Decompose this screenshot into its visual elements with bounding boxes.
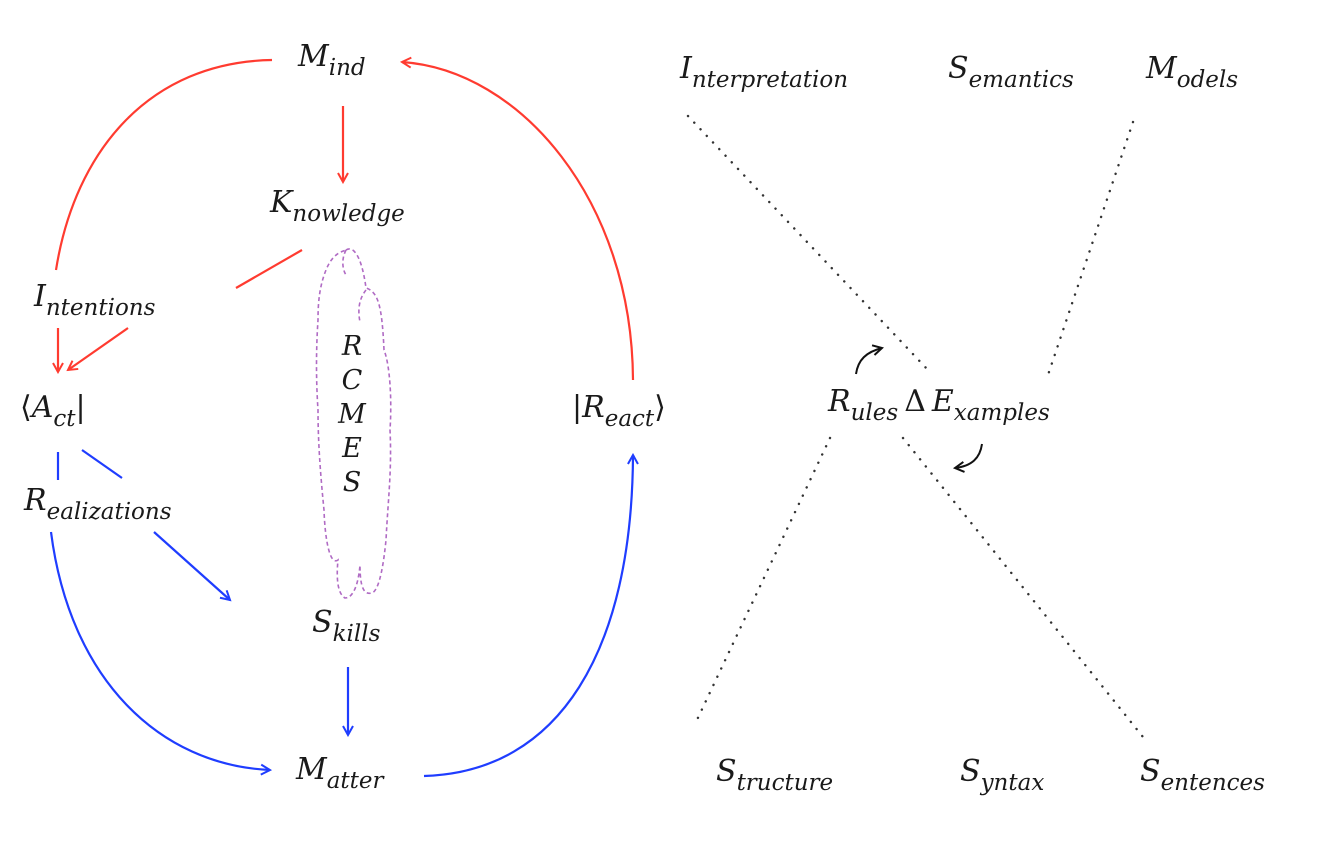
bra-open: ⟨ — [20, 390, 32, 425]
bottom-label-sentences-sub: entences — [1160, 770, 1265, 796]
arc-react-to-mind — [402, 62, 635, 381]
dotted-line-sentences — [901, 436, 1149, 744]
bottom-label-syntax-main: S — [960, 754, 981, 789]
node-act-main: A — [31, 390, 54, 425]
rcmes-cloud-outline — [315, 248, 392, 599]
node-matter-sub: atter — [326, 768, 384, 794]
node-intentions: Intentions — [34, 279, 155, 320]
top-label-models: Models — [1146, 51, 1238, 92]
bottom-label-structure-main: S — [716, 754, 737, 789]
curved-arrow-rules — [855, 348, 882, 375]
bottom-label-sentences: Sentences — [1140, 754, 1265, 795]
arc-realizations-to-matter — [49, 531, 270, 770]
center-examples-sub: xamples — [953, 400, 1050, 426]
rcmes-letter-m: M — [338, 399, 366, 430]
bottom-label-sentences-main: S — [1140, 754, 1161, 789]
rcmes-letter-c: C — [341, 365, 363, 396]
top-label-interpretation: Interpretation — [680, 51, 848, 92]
node-mind: Mind — [298, 39, 366, 80]
top-label-interpretation-main: I — [680, 51, 692, 86]
dotted-line-models — [1046, 120, 1135, 377]
node-act: ⟨Act| — [20, 390, 86, 431]
arc-mind-to-intentions — [54, 58, 273, 271]
top-label-interpretation-sub: nterpretation — [691, 67, 849, 93]
node-react-main: R — [582, 390, 605, 425]
top-label-semantics-main: S — [948, 51, 969, 86]
curved-arrow-examples — [955, 443, 983, 468]
node-skills-sub: kills — [332, 621, 381, 647]
dotted-cross — [686, 114, 1149, 744]
bra-close: | — [75, 390, 86, 425]
line-knowledge-to-intentions — [235, 249, 303, 289]
dotted-line-structure — [694, 436, 832, 724]
node-mind-sub: ind — [328, 55, 366, 81]
center-rules-sub: ules — [850, 400, 899, 426]
bottom-label-syntax-sub: yntax — [980, 770, 1045, 796]
ket-close: ⟩ — [654, 390, 666, 425]
line-act-diag — [81, 449, 123, 479]
rcmes-stack: R C M E S — [332, 330, 372, 500]
arrow-realizations-to-skills — [153, 531, 230, 600]
node-skills: Skills — [312, 605, 380, 646]
upper-arrows — [54, 58, 635, 381]
arc-matter-to-react — [423, 455, 633, 778]
node-knowledge-main: K — [270, 185, 293, 220]
arrow-intentions-diag-to-act — [68, 327, 129, 370]
bottom-label-structure: Structure — [716, 754, 833, 795]
rcmes-letter-e: E — [342, 433, 362, 464]
node-react-sub: eact — [604, 406, 655, 432]
top-label-semantics-sub: emantics — [968, 67, 1074, 93]
node-realizations-main: R — [24, 483, 47, 518]
dotted-line-interpretation — [686, 114, 930, 372]
bottom-label-structure-sub: tructure — [736, 770, 834, 796]
node-act-sub: ct — [53, 406, 76, 432]
node-realizations-sub: ealizations — [46, 499, 172, 525]
node-knowledge: Knowledge — [270, 185, 405, 226]
ket-open: | — [572, 390, 583, 425]
top-label-models-sub: odels — [1176, 67, 1239, 93]
rcmes-letter-r: R — [341, 331, 363, 362]
bottom-label-syntax: Syntax — [960, 754, 1044, 795]
node-matter-main: M — [296, 752, 327, 787]
rcmes-letter-s: S — [342, 467, 362, 498]
node-realizations: Realizations — [24, 483, 172, 524]
center-examples-main: E — [931, 384, 954, 419]
node-knowledge-sub: nowledge — [292, 201, 405, 227]
center-rules-main: R — [828, 384, 851, 419]
node-intentions-sub: ntentions — [45, 295, 156, 321]
node-matter: Matter — [296, 752, 384, 793]
node-mind-main: M — [298, 39, 329, 74]
rcmes-cloud-inner-fold — [342, 249, 367, 323]
node-skills-main: S — [312, 605, 333, 640]
lower-arrows — [49, 449, 633, 778]
node-react: |React⟩ — [572, 390, 666, 431]
top-label-semantics: Semantics — [948, 51, 1074, 92]
delta-operator: Δ — [904, 384, 926, 419]
node-intentions-main: I — [34, 279, 46, 314]
top-label-models-main: M — [1146, 51, 1177, 86]
